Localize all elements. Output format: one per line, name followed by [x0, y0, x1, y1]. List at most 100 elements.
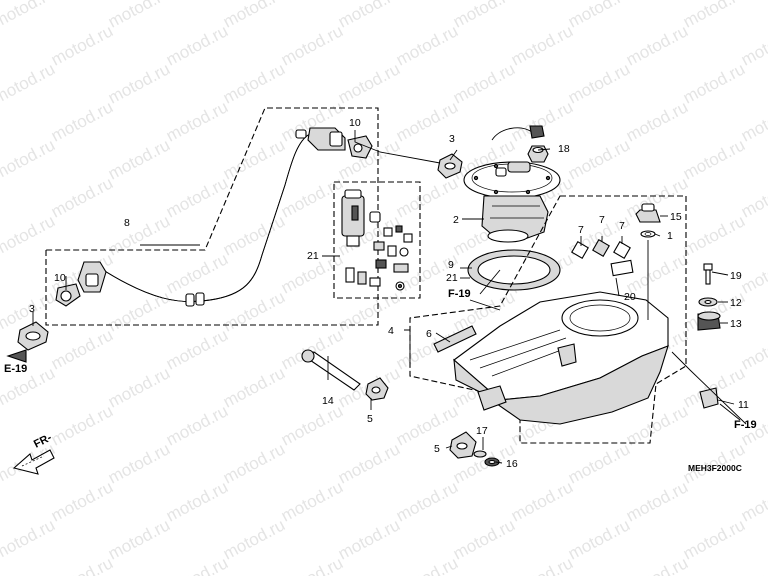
watermark-text: motod.ru — [220, 515, 288, 563]
watermark-text: motod.ru — [450, 0, 518, 32]
callout-1: 1 — [667, 230, 673, 242]
watermark-text: motod.ru — [163, 401, 231, 449]
watermark-text: motod.ru — [393, 401, 461, 449]
watermark-text: motod.ru — [220, 135, 288, 183]
watermark-text: motod.ru — [680, 515, 748, 563]
watermark-text: motod.ru — [738, 21, 768, 69]
watermark-text: motod.ru — [393, 553, 461, 576]
watermark-text: motod.ru — [623, 21, 691, 69]
watermark-text: motod.ru — [220, 211, 288, 259]
watermark-text: motod.ru — [0, 59, 58, 107]
watermark-text: motod.ru — [220, 59, 288, 107]
watermark-text: motod.ru — [278, 325, 346, 373]
callout-13: 13 — [730, 318, 742, 330]
watermark-text: motod.ru — [163, 97, 231, 145]
callout-3-lower: 3 — [29, 303, 35, 315]
packing-ring — [467, 249, 561, 291]
watermark-text: motod.ru — [48, 477, 116, 525]
fuel-tank — [409, 195, 687, 444]
watermark-text: motod.ru — [335, 439, 403, 487]
watermark-text: motod.ru — [163, 249, 231, 297]
leader-lines — [32, 130, 747, 464]
callout-20: 20 — [624, 291, 636, 303]
watermark-text: motod.ru — [623, 553, 691, 576]
washer-1 — [640, 230, 656, 238]
callout-10-lower: 10 — [54, 272, 66, 284]
watermark-text: motod.ru — [105, 439, 173, 487]
callout-12: 12 — [730, 297, 742, 309]
watermark-text: motod.ru — [278, 173, 346, 221]
washer-12 — [698, 297, 718, 307]
watermark-text: motod.ru — [278, 553, 346, 576]
watermark-text: motod.ru — [220, 0, 288, 32]
watermark-text: motod.ru — [450, 515, 518, 563]
callout-7-c: 7 — [619, 220, 625, 232]
quick-connector-upper — [347, 135, 373, 159]
watermark-text: motod.ru — [565, 515, 633, 563]
collar-5-lower — [449, 431, 477, 459]
callout-18: 18 — [558, 143, 570, 155]
watermark-text: motod.ru — [105, 135, 173, 183]
watermark-text: motod.ru — [163, 325, 231, 373]
watermark-text: motod.ru — [163, 553, 231, 576]
watermark-text: motod.ru — [623, 401, 691, 449]
watermark-text: motod.ru — [48, 401, 116, 449]
watermark-text: motod.ru — [335, 0, 403, 32]
nut-16 — [484, 457, 500, 467]
watermark-text: motod.ru — [48, 173, 116, 221]
cap-15 — [635, 203, 661, 223]
flange-nut — [527, 145, 549, 163]
tank-group-boundary — [409, 195, 687, 444]
watermark-text: motod.ru — [508, 97, 576, 145]
watermark-text: motod.ru — [565, 135, 633, 183]
hose-group-boundary — [45, 107, 379, 326]
watermark-text: motod.ru — [0, 0, 58, 32]
callout-21-kit: 21 — [307, 250, 319, 262]
washer-17 — [473, 450, 487, 458]
watermark-text: motod.ru — [335, 515, 403, 563]
watermark-text: motod.ru — [278, 21, 346, 69]
callout-17: 17 — [476, 425, 488, 437]
callout-21-packing: 21 — [446, 272, 458, 284]
watermark-text: motod.ru — [0, 515, 58, 563]
collar-5-upper — [365, 377, 389, 401]
watermark-text: motod.ru — [393, 477, 461, 525]
quick-connector-lower — [55, 283, 81, 307]
fuel-hose-assembly — [45, 107, 379, 326]
watermark-text: motod.ru — [220, 363, 288, 411]
ref-e19: E-19 — [4, 363, 27, 375]
watermark-text: motod.ru — [680, 211, 748, 259]
watermark-text: motod.ru — [393, 21, 461, 69]
watermark-text: motod.ru — [163, 173, 231, 221]
watermark-text: motod.ru — [278, 401, 346, 449]
ref-f19-top: F-19 — [448, 288, 471, 300]
watermark-text: motod.ru — [0, 135, 58, 183]
watermark-text: motod.ru — [278, 477, 346, 525]
bolt-19 — [703, 263, 713, 285]
fuel-pump-assembly — [463, 125, 561, 243]
callout-7-a: 7 — [578, 224, 584, 236]
bolt-14 — [301, 349, 361, 391]
watermark-text: motod.ru — [680, 0, 748, 32]
watermark-text: motod.ru — [105, 287, 173, 335]
watermark-text: motod.ru — [450, 59, 518, 107]
callout-11: 11 — [738, 399, 749, 411]
watermark-text: motod.ru — [220, 287, 288, 335]
watermark-text: motod.ru — [105, 211, 173, 259]
plug-11 — [699, 387, 719, 409]
watermark-text: motod.ru — [163, 477, 231, 525]
callout-15: 15 — [670, 211, 682, 223]
callout-9: 9 — [448, 259, 454, 271]
watermark-text: motod.ru — [105, 363, 173, 411]
callout-10-upper: 10 — [349, 117, 361, 129]
watermark-text: motod.ru — [565, 439, 633, 487]
watermark-text: motod.ru — [680, 59, 748, 107]
watermark-text: motod.ru — [623, 477, 691, 525]
watermark-text: motod.ru — [48, 325, 116, 373]
callout-14: 14 — [322, 395, 334, 407]
callout-2: 2 — [453, 214, 459, 226]
callout-6: 6 — [426, 328, 432, 340]
callout-5-lower: 5 — [434, 443, 440, 455]
